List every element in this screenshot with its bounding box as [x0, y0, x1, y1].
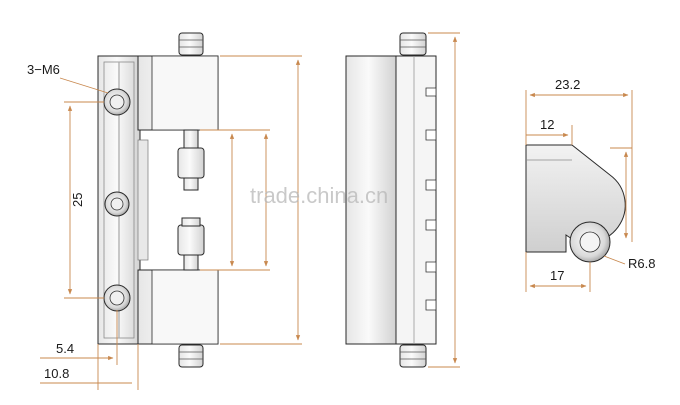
bottom-pin: [178, 344, 204, 368]
width-17-label: 17: [550, 268, 564, 283]
thread-leader: [59, 77, 109, 94]
center-shaft: [177, 129, 205, 271]
offset-5-4-label: 5.4: [56, 341, 74, 356]
offset-10-8-label: 10.8: [44, 366, 69, 381]
pivot-hole: [579, 231, 601, 253]
pitch-25-label: 25: [70, 193, 85, 207]
side-bottom-pin: [399, 344, 427, 368]
side-knuckle-body: [395, 55, 437, 345]
end-view: [525, 144, 626, 263]
side-top-pin: [399, 32, 427, 56]
width-12-label: 12: [540, 117, 554, 132]
top-pin: [178, 32, 204, 56]
mounting-hole-middle: [104, 191, 130, 217]
width-23-2-label: 23.2: [555, 77, 580, 92]
front-dimensions: [40, 55, 302, 390]
watermark: trade.china.cn: [250, 183, 388, 208]
thread-callout-label: 3−M6: [27, 62, 60, 77]
side-view: [345, 32, 437, 368]
side-dimensions: [428, 32, 460, 368]
mounting-hole-bottom: [103, 284, 131, 312]
front-view: [97, 32, 219, 368]
end-dimensions: [525, 90, 633, 292]
radius-label: R6.8: [628, 256, 655, 271]
mounting-hole-top: [103, 88, 131, 116]
side-leaf: [345, 55, 397, 345]
radius-leader: [603, 255, 626, 265]
